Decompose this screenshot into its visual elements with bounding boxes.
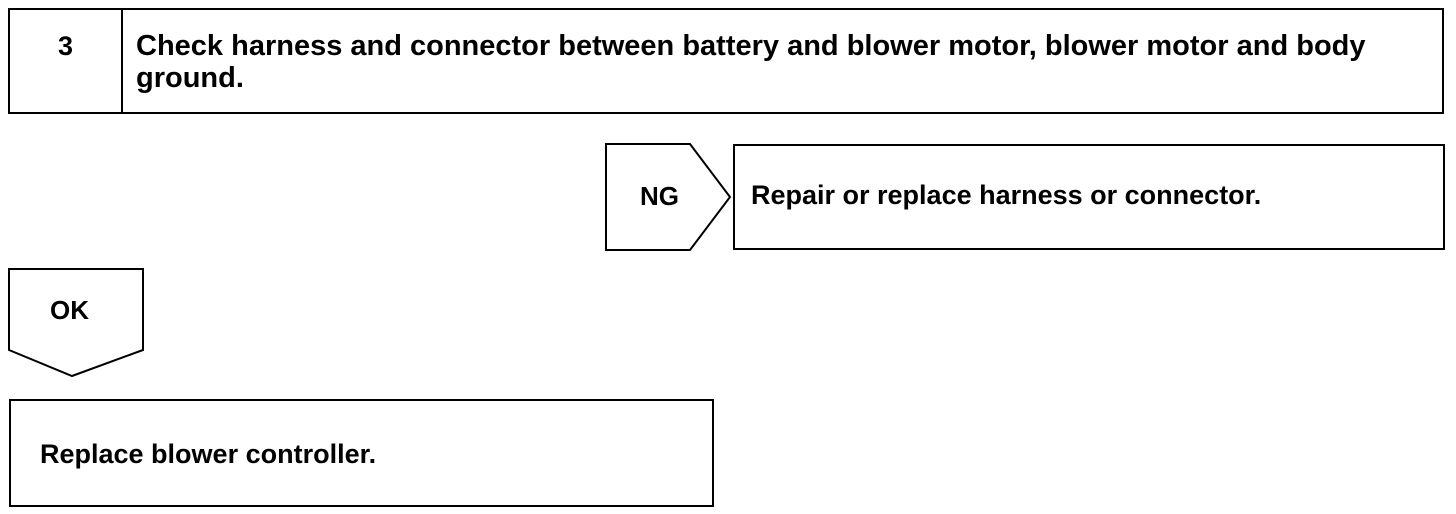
step-box: 3 Check harness and connector between ba… bbox=[8, 8, 1444, 114]
step-number: 3 bbox=[10, 10, 123, 112]
ok-action-box: Replace blower controller. bbox=[9, 399, 714, 507]
ok-action-text: Replace blower controller. bbox=[40, 439, 377, 469]
ng-label: NG bbox=[640, 181, 679, 211]
step-instruction: Check harness and connector between batt… bbox=[136, 30, 1366, 94]
ng-action-box: Repair or replace harness or connector. bbox=[733, 144, 1445, 250]
ok-label: OK bbox=[50, 295, 89, 325]
ng-action-text: Repair or replace harness or connector. bbox=[751, 180, 1262, 210]
